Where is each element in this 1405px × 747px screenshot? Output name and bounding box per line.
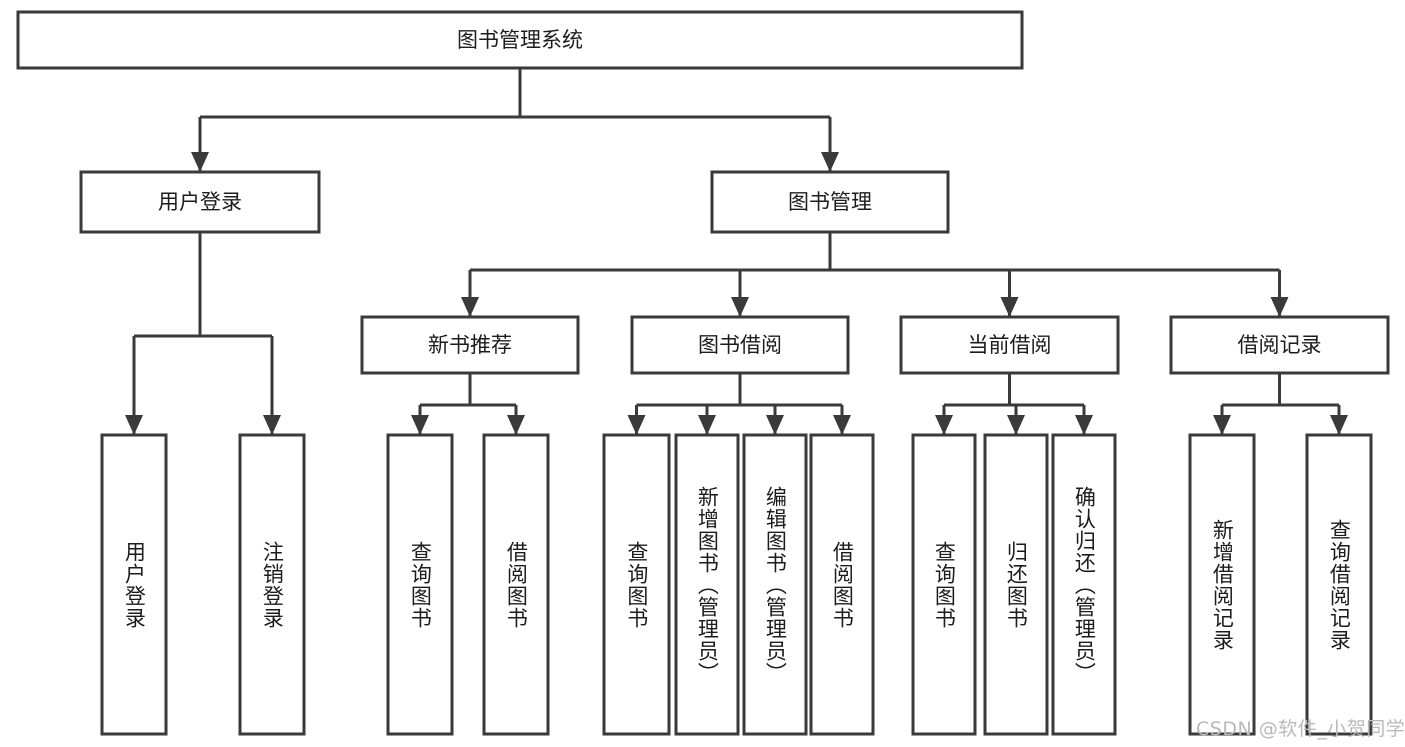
node-box-book-borrow[interactable] bbox=[630, 315, 850, 375]
node-leaf-borrow-book-1[interactable] bbox=[482, 433, 550, 736]
node-label-borrow-record: 借阅记录 bbox=[1238, 333, 1322, 357]
node-leaf-edit-book[interactable] bbox=[742, 433, 808, 736]
node-box-new-book-recommend[interactable] bbox=[360, 315, 580, 375]
node-box-leaf-query-record[interactable] bbox=[1305, 433, 1373, 736]
arrow-head-icon-leaf-logout bbox=[263, 415, 281, 435]
node-box-leaf-query-book-2[interactable] bbox=[602, 433, 671, 736]
arrow-head-icon-book-manage bbox=[821, 152, 839, 172]
node-label-user-login: 用户登录 bbox=[158, 190, 242, 214]
node-box-leaf-query-book-1[interactable] bbox=[386, 433, 454, 736]
node-current-borrow[interactable] bbox=[899, 315, 1120, 375]
node-label-root: 图书管理系统 bbox=[457, 28, 583, 52]
node-leaf-add-record[interactable] bbox=[1188, 433, 1256, 736]
arrow-head-icon-leaf-edit-book bbox=[766, 415, 784, 435]
node-box-current-borrow[interactable] bbox=[899, 315, 1120, 375]
node-user-login[interactable] bbox=[79, 170, 321, 234]
node-leaf-query-book-1[interactable] bbox=[386, 433, 454, 736]
node-box-borrow-record[interactable] bbox=[1169, 315, 1390, 375]
arrow-head-icon-leaf-borrow-book-2 bbox=[833, 415, 851, 435]
node-leaf-user-login[interactable] bbox=[100, 433, 168, 736]
node-box-layer bbox=[16, 10, 1390, 736]
node-box-leaf-borrow-book-2[interactable] bbox=[809, 433, 875, 736]
arrow-head-icon-new-book-recommend bbox=[461, 297, 479, 317]
node-box-root[interactable] bbox=[16, 10, 1024, 70]
arrow-head-icon-leaf-query-record bbox=[1330, 415, 1348, 435]
arrow-head-icon-leaf-user-login bbox=[125, 415, 143, 435]
node-box-leaf-return-book[interactable] bbox=[983, 433, 1049, 736]
node-label-new-book-recommend: 新书推荐 bbox=[428, 333, 512, 357]
node-borrow-record[interactable] bbox=[1169, 315, 1390, 375]
node-label-book-manage: 图书管理 bbox=[788, 190, 872, 214]
node-new-book-recommend[interactable] bbox=[360, 315, 580, 375]
node-leaf-borrow-book-2[interactable] bbox=[809, 433, 875, 736]
node-book-manage[interactable] bbox=[710, 170, 950, 234]
node-leaf-query-book-2[interactable] bbox=[602, 433, 671, 736]
arrow-head-icon-leaf-return-book bbox=[1007, 415, 1025, 435]
node-leaf-confirm-return[interactable] bbox=[1051, 433, 1117, 736]
node-leaf-query-book-3[interactable] bbox=[911, 433, 977, 736]
node-box-leaf-user-login[interactable] bbox=[100, 433, 168, 736]
node-box-leaf-query-book-3[interactable] bbox=[911, 433, 977, 736]
arrow-head-icon-user-login bbox=[191, 152, 209, 172]
node-box-leaf-add-record[interactable] bbox=[1188, 433, 1256, 736]
node-leaf-add-book[interactable] bbox=[674, 433, 740, 736]
arrow-head-icon-leaf-query-book-1 bbox=[411, 415, 429, 435]
arrow-head-icon-book-borrow bbox=[731, 297, 749, 317]
node-root[interactable] bbox=[16, 10, 1024, 70]
node-leaf-query-record[interactable] bbox=[1305, 433, 1373, 736]
node-box-leaf-logout[interactable] bbox=[238, 433, 306, 736]
node-box-user-login[interactable] bbox=[79, 170, 321, 234]
csdn-watermark: CSDN @软件_小贺同学 bbox=[1196, 718, 1405, 740]
arrow-head-icon-borrow-record bbox=[1270, 297, 1289, 317]
node-label-current-borrow: 当前借阅 bbox=[968, 333, 1052, 357]
node-label-book-borrow: 图书借阅 bbox=[698, 333, 782, 357]
node-box-leaf-add-book[interactable] bbox=[674, 433, 740, 736]
arrow-head-icon-leaf-add-book bbox=[698, 415, 716, 435]
arrow-head-icon-leaf-add-record bbox=[1213, 415, 1231, 435]
node-box-book-manage[interactable] bbox=[710, 170, 950, 234]
node-book-borrow[interactable] bbox=[630, 315, 850, 375]
node-leaf-return-book[interactable] bbox=[983, 433, 1049, 736]
arrow-head-icon-leaf-confirm-return bbox=[1075, 415, 1093, 435]
node-box-leaf-edit-book[interactable] bbox=[742, 433, 808, 736]
node-leaf-logout[interactable] bbox=[238, 433, 306, 736]
arrow-head-icon-leaf-query-book-2 bbox=[627, 415, 646, 435]
arrow-head-icon-current-borrow bbox=[1000, 297, 1019, 317]
node-box-leaf-borrow-book-1[interactable] bbox=[482, 433, 550, 736]
arrow-head-icon-leaf-query-book-3 bbox=[935, 415, 953, 435]
connector-layer bbox=[125, 68, 1348, 435]
node-box-leaf-confirm-return[interactable] bbox=[1051, 433, 1117, 736]
arrow-head-icon-leaf-borrow-book-1 bbox=[507, 415, 525, 435]
